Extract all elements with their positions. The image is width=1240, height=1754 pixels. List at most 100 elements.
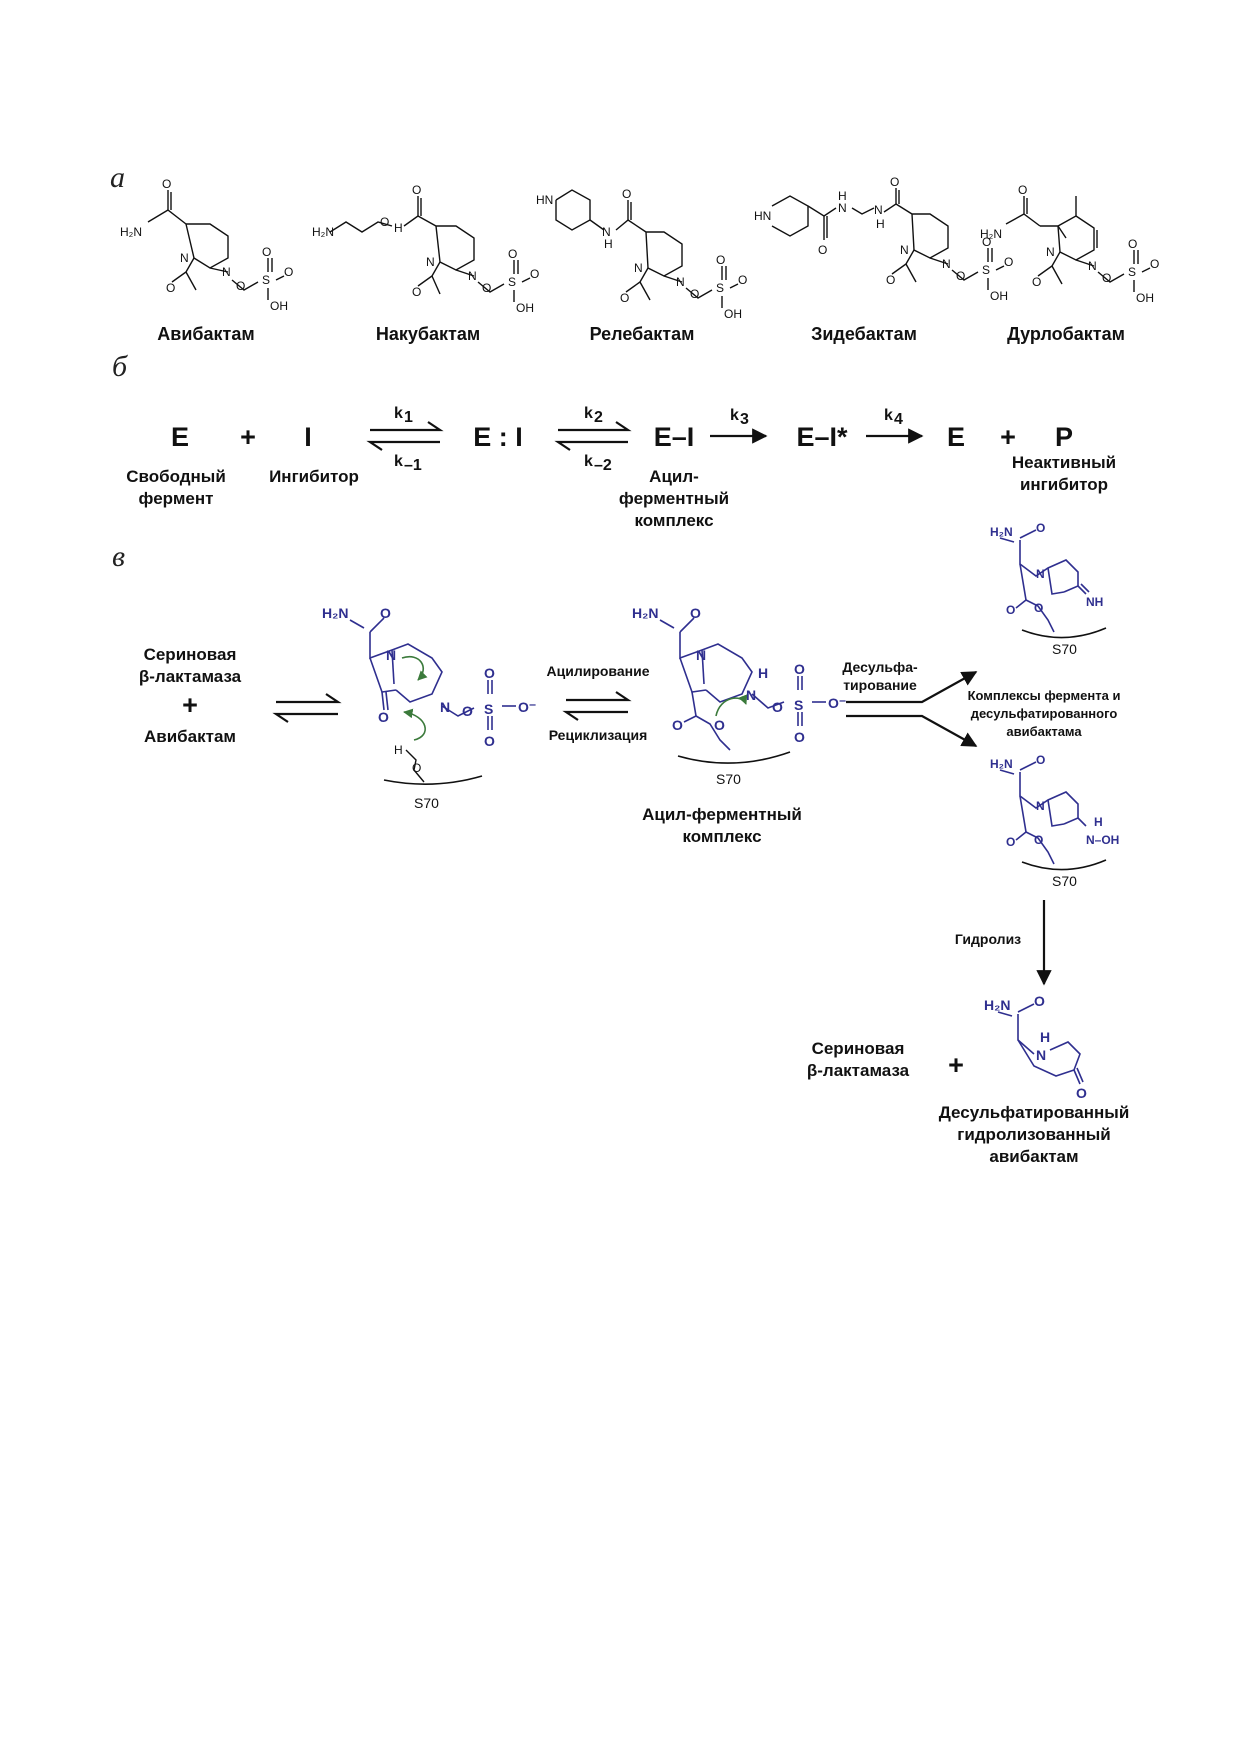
atom-o: O: [412, 761, 421, 775]
atom-o: O: [1018, 183, 1027, 197]
atom-n: N: [602, 225, 611, 239]
rate-k2-sub: 2: [594, 409, 603, 426]
atom-o: O: [1032, 275, 1041, 289]
rate-k4-sub: 4: [894, 411, 903, 428]
atom-h: H: [604, 237, 613, 251]
rate-k3-sub: 3: [740, 411, 749, 428]
atom-o: O: [484, 665, 495, 681]
rate-k-minus2: k: [584, 453, 593, 470]
atom-n: N: [634, 261, 643, 275]
atom-o: O: [620, 291, 629, 305]
rate-k-minus2-sub: –2: [594, 457, 612, 474]
atom-o: O: [1034, 833, 1043, 847]
panel-letter-a: а: [110, 161, 125, 194]
atom-o: O: [1150, 257, 1159, 271]
atom-h2n: H₂N: [990, 757, 1013, 771]
atom-h2n: H₂N: [322, 605, 348, 621]
drug-name-relebactam: Релебактам: [590, 324, 695, 344]
atom-o: O: [1128, 237, 1137, 251]
structure-relebactam: HN N H O N N O O S O O OH: [536, 187, 747, 321]
atom-o: O: [1036, 521, 1045, 535]
atom-o: O: [714, 717, 725, 733]
structure-desulfated-hydroxylamine: H₂N O N O O H N–OH S70: [990, 753, 1119, 889]
atom-o: O: [412, 183, 421, 197]
atom-n-oh: N–OH: [1086, 833, 1119, 847]
atom-h2n: H₂N: [632, 605, 658, 621]
atom-n: N: [900, 243, 909, 257]
atom-o: O: [1034, 601, 1043, 615]
atom-s: S: [982, 263, 990, 277]
atom-o: O: [818, 243, 827, 257]
atom-n: N: [222, 265, 231, 279]
atom-o: O: [690, 287, 699, 301]
species-acyl-enzyme: E–I: [654, 422, 695, 452]
label-s70: S70: [716, 771, 741, 787]
equilibrium-arrow-acylation: [562, 691, 632, 721]
rate-k2: k: [584, 405, 593, 422]
label-acyl-enzyme-complex: комплекс: [682, 827, 761, 846]
atom-o: O: [622, 187, 631, 201]
label-inactive-inhibitor: Неактивный: [1012, 453, 1116, 472]
label-final-product: авибактам: [989, 1147, 1078, 1166]
atom-o: O: [982, 235, 991, 249]
label-desulfation: тирование: [843, 677, 917, 693]
atom-o: O: [772, 699, 783, 715]
atom-s: S: [262, 273, 270, 287]
atom-n: N: [1036, 1047, 1046, 1063]
atom-h2n: H₂N: [990, 525, 1013, 539]
label-plus: +: [182, 690, 198, 720]
branch-arrows-desulfation: [846, 671, 978, 747]
atom-hn: HN: [536, 193, 553, 207]
species-e: E: [171, 422, 189, 452]
atom-oh: OH: [270, 299, 288, 313]
label-serine-lactamase: β-лактамаза: [139, 667, 242, 686]
label-s70: S70: [1052, 641, 1077, 657]
label-complexes: Комплексы фермента и: [968, 688, 1121, 703]
atom-o: O: [738, 273, 747, 287]
atom-o: O: [262, 245, 271, 259]
atom-nh: NH: [1086, 595, 1103, 609]
atom-o: O: [530, 267, 539, 281]
atom-o: O: [794, 729, 805, 745]
atom-o: O: [690, 605, 701, 621]
equilibrium-arrow-binding: [272, 693, 342, 723]
atom-o: O: [380, 215, 389, 229]
label-hydrolysis: Гидролиз: [955, 931, 1021, 947]
atom-n: N: [468, 269, 477, 283]
label-acyl-enzyme: ферментный: [619, 489, 729, 508]
atom-o: O: [284, 265, 293, 279]
structure-acyl-enzyme: H₂N O N O O N H O S O O O⁻ S70: [632, 605, 846, 787]
label-acyl-enzyme-complex: Ацил-ферментный: [642, 805, 802, 824]
atom-o: O: [1006, 603, 1015, 617]
structure-desulfated-imine: H₂N O N O O NH S70: [990, 521, 1107, 657]
atom-h: H: [838, 189, 847, 203]
label-desulfation: Десульфа-: [842, 659, 918, 675]
atom-o-minus: O⁻: [518, 699, 536, 715]
atom-n: N: [1036, 567, 1045, 581]
label-avibactam: Авибактам: [144, 727, 236, 746]
atom-oh: OH: [1136, 291, 1154, 305]
rate-k-minus1: k: [394, 453, 403, 470]
label-s70: S70: [414, 795, 439, 811]
label-serine-lactamase-product: β-лактамаза: [807, 1061, 910, 1080]
atom-o: O: [166, 281, 175, 295]
atom-n: N: [426, 255, 435, 269]
atom-oh: OH: [516, 301, 534, 315]
atom-o: O: [236, 279, 245, 293]
label-inactive-inhibitor: ингибитор: [1020, 475, 1108, 494]
atom-h: H: [876, 217, 885, 231]
label-free-enzyme: Свободный: [126, 467, 226, 486]
atom-o: O: [484, 733, 495, 749]
atom-hn: HN: [754, 209, 771, 223]
atom-o: O: [794, 661, 805, 677]
atom-n: N: [440, 699, 450, 715]
atom-o: O: [1076, 1085, 1087, 1101]
species-ei-complex: E : I: [473, 422, 523, 452]
species-plus: +: [240, 422, 256, 452]
atom-s: S: [484, 701, 493, 717]
atom-o: O: [1036, 753, 1045, 767]
rate-k-minus1-sub: –1: [404, 457, 422, 474]
atom-n: N: [838, 201, 847, 215]
atom-s: S: [508, 275, 516, 289]
